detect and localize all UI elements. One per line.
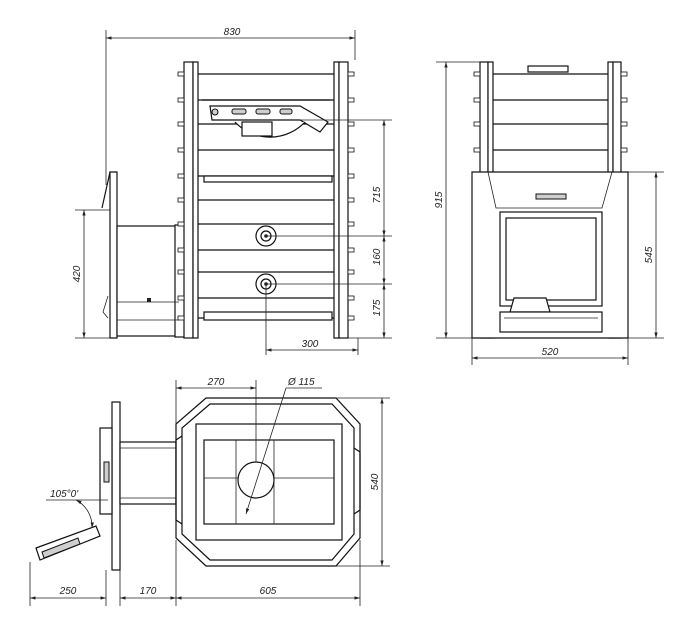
side-knob	[347, 315, 355, 321]
side-knob	[177, 247, 185, 253]
dim-label-270: 270	[207, 377, 225, 388]
side-knob	[177, 221, 185, 227]
front-knob	[620, 97, 628, 103]
top-right-edge	[353, 447, 361, 515]
top-pipe-hole	[237, 461, 275, 499]
side-knob	[347, 97, 355, 103]
dim-label-540: 540	[370, 473, 381, 490]
dim-label-605: 605	[260, 586, 277, 597]
side-knob	[177, 97, 185, 103]
side-knob	[347, 121, 355, 127]
side-knob	[177, 295, 185, 301]
diameter-leader	[245, 387, 287, 515]
side-left-post-inner	[192, 61, 199, 339]
front-casing-top	[487, 171, 613, 209]
dim-label-160: 160	[372, 248, 383, 265]
front-nameplate	[535, 193, 567, 200]
dim-label-300: 300	[302, 339, 319, 350]
side-heater-block	[241, 121, 273, 137]
side-knob	[347, 197, 355, 203]
side-lid-hinge	[211, 108, 219, 116]
front-ash-drawer	[499, 311, 603, 333]
front-knob	[473, 97, 481, 103]
side-knob	[347, 269, 355, 275]
side-tunnel-mark	[147, 298, 151, 302]
top-left-edge	[175, 435, 183, 525]
front-handle	[509, 297, 551, 313]
side-knob	[347, 147, 355, 153]
side-knob	[177, 147, 185, 153]
side-right-post-outer	[338, 61, 349, 339]
front-knob	[620, 71, 628, 77]
dim-label-915: 915	[434, 191, 445, 208]
side-shelf	[203, 175, 333, 183]
side-knob	[347, 221, 355, 227]
angle-arc	[75, 499, 94, 529]
side-lid-slot	[231, 108, 247, 115]
side-knob	[347, 173, 355, 179]
front-knob	[620, 147, 628, 153]
front-top-handle	[527, 65, 569, 73]
front-door-glass	[505, 217, 597, 301]
front-knob	[473, 121, 481, 127]
side-lid-slot	[255, 108, 271, 115]
front-knob	[620, 121, 628, 127]
side-lid-slot	[279, 108, 293, 115]
dim-label-420: 420	[72, 265, 83, 282]
side-door-handle	[102, 295, 109, 319]
top-open-door-handle	[41, 537, 81, 559]
front-view: 915 545 520	[434, 61, 664, 365]
side-knob	[347, 247, 355, 253]
side-knob	[177, 197, 185, 203]
side-knob	[177, 71, 185, 77]
dim-label-diameter: Ø 115	[287, 377, 315, 388]
side-door-top	[101, 171, 111, 209]
side-knob	[177, 173, 185, 179]
front-knob	[473, 147, 481, 153]
dim-label-830: 830	[224, 27, 241, 38]
side-right-post-inner	[333, 61, 340, 339]
side-knob	[177, 121, 185, 127]
top-view: 105°0' Ø 115 270 540	[29, 377, 390, 606]
dim-label-175: 175	[372, 299, 383, 316]
dim-label-250: 250	[59, 586, 77, 597]
side-knob	[347, 295, 355, 301]
side-left-post-outer	[183, 61, 194, 339]
dim-label-545: 545	[644, 246, 655, 263]
side-view: 830 420	[72, 27, 392, 355]
front-knob	[473, 71, 481, 77]
top-door-latch	[103, 461, 110, 483]
top-tunnel	[119, 441, 177, 505]
side-door-plate	[109, 171, 118, 339]
dim-label-angle: 105°0'	[50, 489, 79, 500]
side-knob	[177, 269, 185, 275]
side-bottom-shelf	[203, 311, 333, 321]
side-knob	[177, 315, 185, 321]
top-door-plate	[111, 401, 121, 571]
dim-label-520: 520	[542, 347, 559, 358]
side-tunnel	[116, 225, 180, 337]
dim-label-170: 170	[140, 586, 157, 597]
dim-label-715: 715	[372, 186, 383, 203]
side-knob	[347, 71, 355, 77]
